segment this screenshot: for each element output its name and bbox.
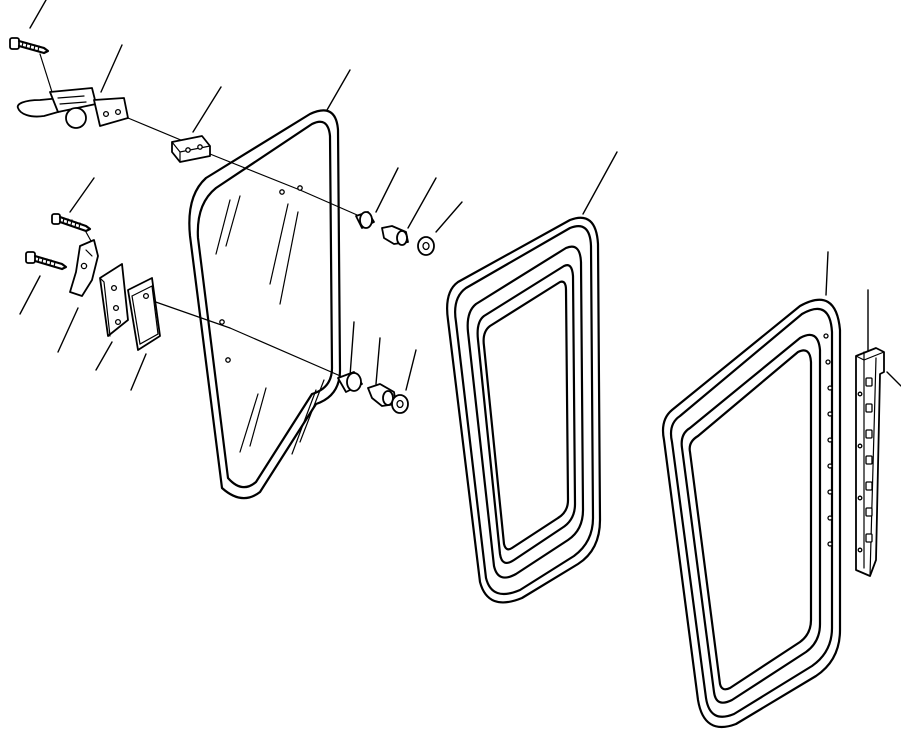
window-frame-outer xyxy=(661,298,842,729)
upper-bolt xyxy=(381,225,409,246)
upper-bushing xyxy=(355,211,375,229)
screw-upper xyxy=(9,37,50,55)
hinge-pad xyxy=(127,277,161,351)
window-seal-inner xyxy=(446,216,602,604)
latch-assembly xyxy=(16,87,129,129)
hinge-plate xyxy=(99,263,129,337)
screw-lower xyxy=(25,251,68,271)
latch-catch-bracket xyxy=(171,135,211,163)
lower-bushing xyxy=(337,371,363,393)
hinge-clip xyxy=(69,239,99,297)
upper-washer xyxy=(417,236,435,256)
sliding-glass-panel xyxy=(188,109,342,500)
assembly-guide-lines xyxy=(39,53,365,379)
slide-rail xyxy=(855,347,885,577)
screw-mid xyxy=(51,213,92,233)
lower-washer xyxy=(391,394,409,414)
leader-lines xyxy=(19,0,901,391)
